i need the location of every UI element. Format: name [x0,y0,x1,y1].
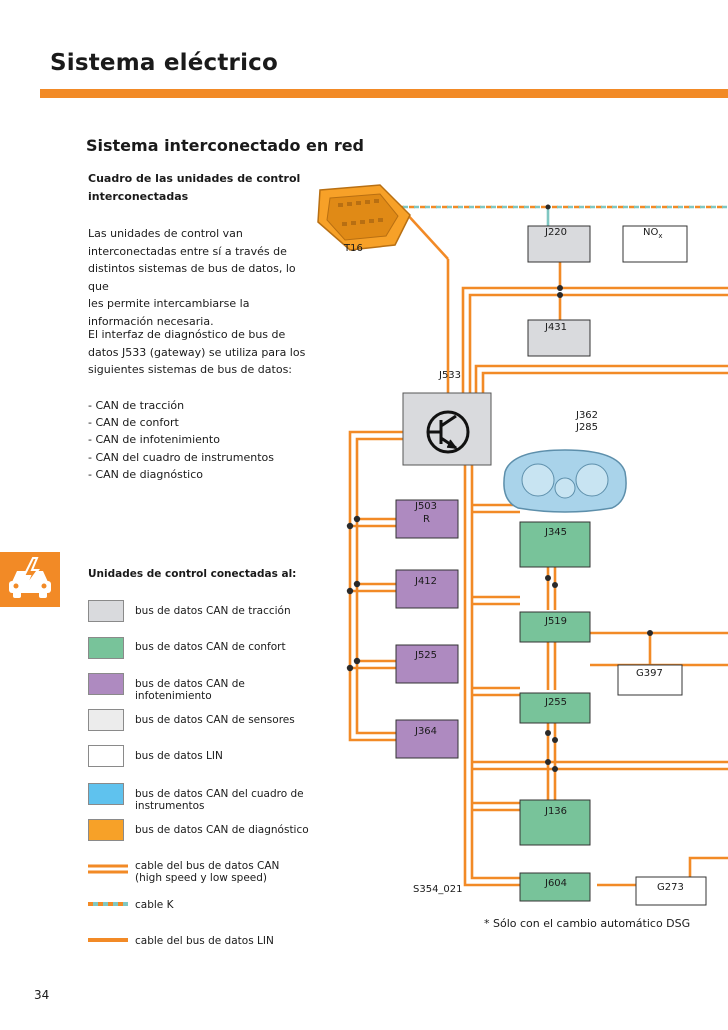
unit-j136-box [519,799,591,846]
section-title: Sistema interconectado en red [86,136,365,155]
figure-id: S354_021 [413,884,463,895]
legend-label-line: instrumentos [135,800,205,812]
unit-label: J364 [415,726,438,737]
title-rule [40,89,728,98]
legend-swatch-lin [88,745,124,767]
section-subtitle: Cuadro de las unidades de control interc… [88,170,313,205]
legend-label: cable del bus de datos CAN (high speed y… [135,860,310,884]
unit-label: NOx [643,227,663,240]
diagnostic-connector-icon [317,184,411,251]
unit-label: J431 [545,322,568,333]
unit-label: G273 [657,882,684,893]
unit-j220-box [527,225,591,263]
list-item: - CAN de confort [88,416,179,430]
list-item: - CAN de tracción [88,399,185,412]
legend-label-line: cable del bus de datos CAN [135,860,280,872]
unit-j604-box [519,872,591,902]
unit-j431-box [527,319,591,357]
unit-label: J412 [415,576,438,587]
unit-j364-box [395,719,459,759]
unit-j525-box [395,644,459,684]
paragraph-intro: Las unidades de control van interconecta… [88,225,313,330]
unit-label: J136 [545,806,568,817]
unit-j255-box [519,692,591,724]
instrument-cluster-icon [503,449,627,513]
legend-cable-lin [88,938,128,942]
list-item: - CAN de infotenimiento [88,433,220,447]
legend-label: bus de datos CAN de infotenimiento [135,678,245,702]
unit-label: R [423,514,430,525]
unit-j412-box [395,569,459,609]
legend-swatch-can-infotenimiento [88,673,124,695]
unit-g397-box [617,664,683,696]
unit-j519-box [519,611,591,643]
unit-j345-box [519,521,591,568]
unit-label: J220 [545,227,568,238]
page-number: 34 [34,988,50,1002]
legend-label-line: (high speed y low speed) [135,872,268,884]
text-line: El interfaz de diagnóstico de bus de [88,328,286,341]
unit-label: G397 [636,668,663,679]
gateway-label: J533 [439,370,462,381]
legend-swatch-can-instrumentos [88,783,124,805]
legend-label: bus de datos CAN de sensores [135,714,295,726]
text-line: distintos sistemas de bus de datos, lo q… [88,262,296,293]
gateway-j533-box [402,392,492,466]
unit-label: J255 [545,697,568,708]
unit-label: J604 [545,878,568,889]
list-item: - CAN del cuadro de instrumentos [88,450,274,464]
legend-label: bus de datos CAN del cuadro de instrumen… [135,788,310,812]
bus-list: - CAN de tracción - CAN de confort - CAN… [88,397,274,483]
legend-swatch-can-confort [88,637,124,659]
transistor-icon [426,410,470,454]
text-line: información necesaria. [88,314,214,328]
car-electric-icon [0,557,60,611]
unit-nox-box [622,225,688,263]
text-line: Las unidades de control van [88,227,243,240]
legend-cable-k [88,902,128,906]
unit-label-main: NO [643,227,659,238]
list-item: - CAN de diagnóstico [88,467,203,481]
legend-label: bus de datos CAN de confort [135,641,286,653]
legend-label: bus de datos LIN [135,750,223,762]
legend-label: bus de datos CAN de diagnóstico [135,824,309,836]
legend-swatch-can-sensores [88,709,124,731]
legend-label: bus de datos CAN de tracción [135,605,291,617]
legend-label-line: bus de datos CAN del cuadro de [135,788,304,800]
footnote: * Sólo con el cambio automático DSG [484,917,691,930]
text-line: les permite intercambiarse la [88,297,250,310]
unit-g273-box [635,876,707,906]
unit-label: J519 [545,616,568,627]
legend-label: cable K [135,899,174,911]
unit-label: J525 [415,650,438,661]
legend-label: cable del bus de datos LIN [135,935,274,947]
unit-label-sub: x [658,232,663,240]
text-line: siguientes sistemas de bus de datos: [88,363,293,376]
legend-title: Unidades de control conectadas al: [88,568,297,580]
unit-label: J285 [576,422,599,433]
page-title: Sistema eléctrico [50,50,278,76]
legend-swatch-can-diagnostico [88,819,124,841]
unit-label: J503 [415,501,438,512]
unit-label: J345 [545,527,568,538]
legend-swatch-can-traccion [88,600,124,622]
text-line: interconectadas entre sí a través de [88,244,287,258]
unit-label: J362 [576,410,599,421]
unit-j503-box [395,499,459,539]
subtitle-line: interconectadas [88,189,189,203]
text-line: datos J533 (gateway) se utiliza para los [88,345,306,359]
legend-cable-can [88,862,130,881]
side-tab [0,552,60,607]
subtitle-line: Cuadro de las unidades de control [88,172,301,185]
paragraph-gateway: El interfaz de diagnóstico de bus de dat… [88,326,313,379]
connector-label: T16 [344,243,363,254]
